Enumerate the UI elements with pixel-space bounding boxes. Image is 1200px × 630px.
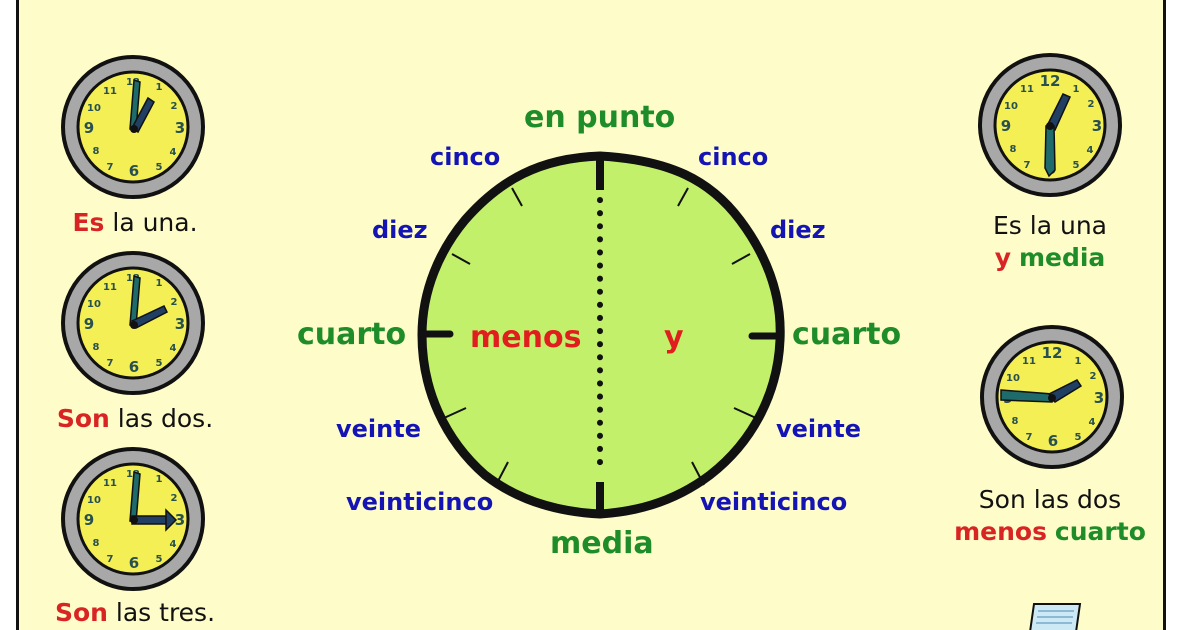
svg-text:9: 9 (84, 315, 94, 333)
svg-text:4: 4 (170, 343, 177, 354)
label-cinco-right: cinco (698, 143, 769, 171)
notepad-icon (1029, 603, 1082, 630)
label-diez-left: diez (372, 216, 428, 244)
svg-text:7: 7 (107, 162, 114, 173)
svg-text:9: 9 (84, 511, 94, 529)
svg-text:7: 7 (107, 554, 114, 565)
svg-text:6: 6 (129, 162, 139, 180)
svg-text:10: 10 (87, 103, 101, 114)
svg-text:9: 9 (84, 119, 94, 137)
svg-text:5: 5 (156, 162, 163, 173)
svg-text:10: 10 (1004, 101, 1018, 112)
svg-text:12: 12 (126, 469, 140, 480)
caption-es-la-una: Es la una. (72, 208, 198, 237)
svg-text:2: 2 (1090, 371, 1097, 382)
svg-text:12: 12 (1042, 344, 1063, 362)
svg-text:5: 5 (156, 358, 163, 369)
svg-text:3: 3 (175, 511, 185, 529)
label-veinte-right: veinte (776, 415, 861, 443)
svg-text:7: 7 (1026, 432, 1033, 443)
svg-text:5: 5 (1075, 432, 1082, 443)
caption-es-la-una-y-media: Es la una y media (993, 211, 1107, 272)
svg-text:3: 3 (1092, 117, 1102, 135)
svg-text:8: 8 (93, 342, 100, 353)
svg-text:8: 8 (1012, 416, 1019, 427)
svg-text:2: 2 (171, 493, 178, 504)
label-cinco-left: cinco (430, 143, 501, 171)
svg-text:1: 1 (1073, 84, 1080, 95)
svg-text:1: 1 (1075, 356, 1082, 367)
label-veinticinco-left: veinticinco (346, 488, 494, 516)
central-clock (417, 151, 785, 519)
label-en-punto: en punto (524, 100, 676, 135)
svg-text:2: 2 (171, 101, 178, 112)
caption-son-las-tres: Son las tres. (54, 598, 216, 627)
svg-text:12: 12 (126, 77, 140, 88)
svg-text:10: 10 (87, 495, 101, 506)
label-media: media (550, 526, 654, 561)
svg-text:7: 7 (107, 358, 114, 369)
label-veinticinco-right: veinticinco (700, 488, 848, 516)
svg-text:5: 5 (1073, 160, 1080, 171)
svg-text:11: 11 (1022, 356, 1036, 367)
svg-text:11: 11 (103, 282, 117, 293)
svg-text:8: 8 (93, 146, 100, 157)
label-y: y (664, 320, 684, 355)
svg-text:3: 3 (175, 119, 185, 137)
svg-text:6: 6 (1048, 432, 1058, 450)
svg-text:2: 2 (171, 297, 178, 308)
svg-text:11: 11 (103, 478, 117, 489)
label-menos: menos (470, 320, 582, 355)
caption-son-las-dos: Son las dos. (56, 404, 214, 433)
svg-text:4: 4 (1087, 145, 1094, 156)
svg-text:9: 9 (1001, 117, 1011, 135)
svg-text:1: 1 (156, 82, 163, 93)
caption-son-las-dos-menos-cuarto: Son las dos menos cuarto (954, 485, 1146, 546)
svg-text:1: 1 (156, 278, 163, 289)
svg-text:3: 3 (1094, 389, 1104, 407)
svg-text:12: 12 (126, 273, 140, 284)
svg-text:4: 4 (170, 539, 177, 550)
label-veinte-left: veinte (336, 415, 421, 443)
svg-text:11: 11 (103, 86, 117, 97)
svg-text:4: 4 (1089, 417, 1096, 428)
svg-text:8: 8 (93, 538, 100, 549)
svg-text:11: 11 (1020, 84, 1034, 95)
svg-text:8: 8 (1010, 144, 1017, 155)
svg-text:10: 10 (87, 299, 101, 310)
svg-text:7: 7 (1024, 160, 1031, 171)
svg-text:6: 6 (129, 358, 139, 376)
svg-text:5: 5 (156, 554, 163, 565)
label-cuarto-left: cuarto (297, 317, 407, 352)
svg-text:6: 6 (129, 554, 139, 572)
label-diez-right: diez (770, 216, 826, 244)
svg-text:2: 2 (1088, 99, 1095, 110)
svg-text:4: 4 (170, 147, 177, 158)
svg-text:3: 3 (175, 315, 185, 333)
svg-text:1: 1 (156, 474, 163, 485)
label-cuarto-right: cuarto (792, 317, 902, 352)
svg-text:12: 12 (1040, 72, 1061, 90)
svg-text:10: 10 (1006, 373, 1020, 384)
